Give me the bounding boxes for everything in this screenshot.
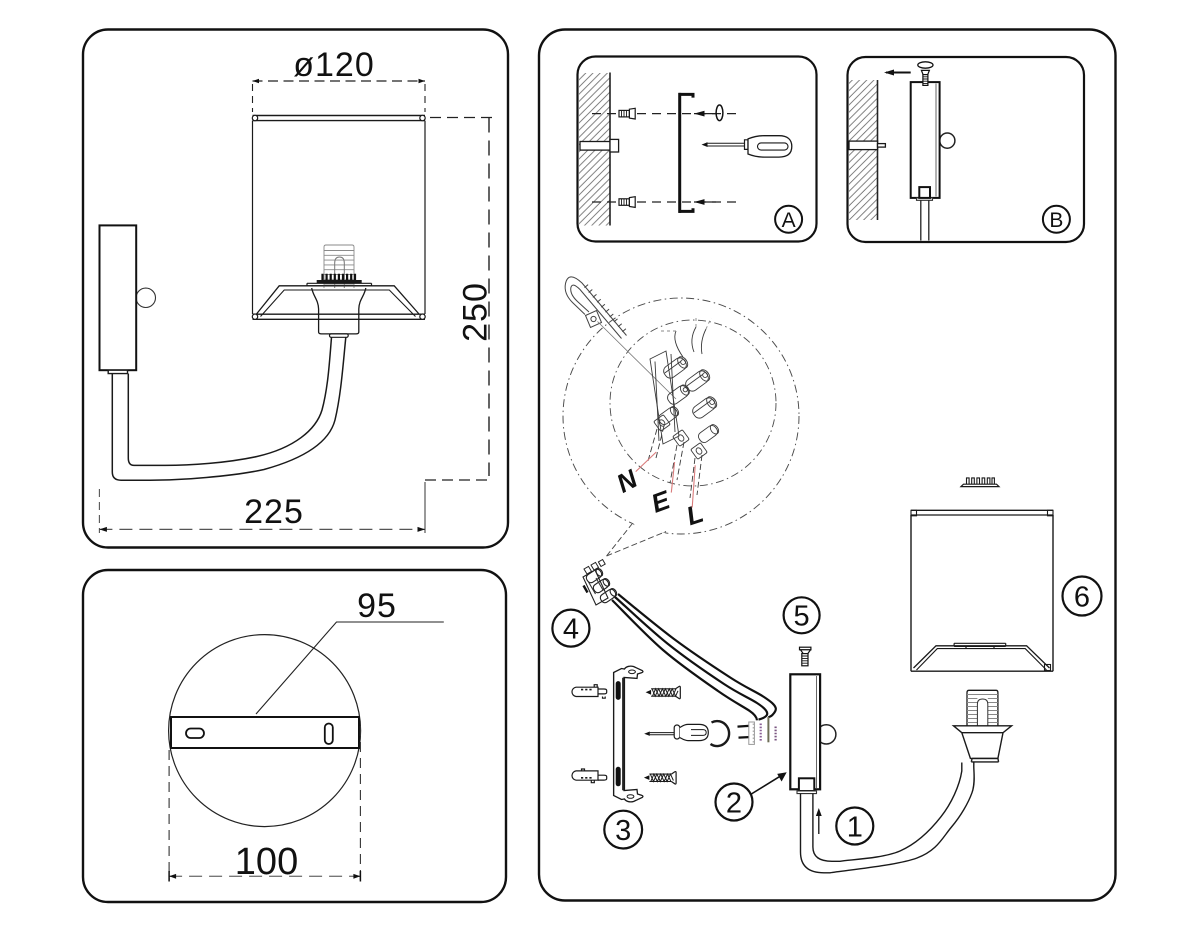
svg-text:100: 100 <box>235 841 298 883</box>
svg-text:95: 95 <box>357 587 397 625</box>
svg-text:2: 2 <box>726 787 742 819</box>
svg-text:5: 5 <box>794 601 810 633</box>
svg-text:4: 4 <box>563 614 579 646</box>
svg-text:3: 3 <box>615 815 631 847</box>
svg-text:A: A <box>782 209 796 232</box>
svg-text:6: 6 <box>1074 582 1090 614</box>
svg-text:250: 250 <box>457 282 495 342</box>
svg-text:B: B <box>1049 209 1063 232</box>
svg-text:1: 1 <box>847 811 863 843</box>
svg-text:ø120: ø120 <box>293 46 375 84</box>
svg-text:225: 225 <box>244 493 304 531</box>
